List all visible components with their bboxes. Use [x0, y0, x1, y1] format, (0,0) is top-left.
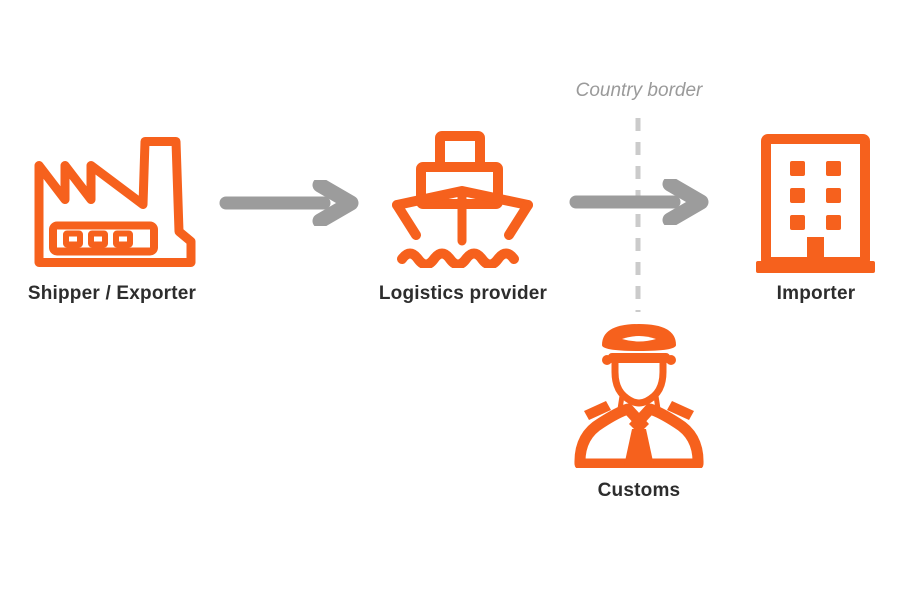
- node-importer: [753, 133, 878, 280]
- office-building-icon: [756, 134, 875, 273]
- node-label-customs: Customs: [597, 480, 681, 501]
- node-customs: [566, 316, 714, 473]
- node-label-importer: Importer: [776, 283, 856, 304]
- cargo-ship-icon: [392, 131, 533, 270]
- node-label-logistics-provider: Logistics provider: [378, 283, 548, 304]
- customs-officer-icon: [574, 324, 704, 470]
- node-shipper-exporter: [33, 136, 198, 273]
- node-label-shipper-exporter: Shipper / Exporter: [27, 283, 197, 304]
- factory-icon: [34, 137, 196, 267]
- country-border-label: Country border: [575, 80, 703, 101]
- arrow-right-icon: [569, 179, 709, 225]
- country-border-dashed-line: [635, 118, 641, 312]
- arrow-right-icon: [219, 180, 359, 226]
- node-logistics-provider: [392, 128, 537, 273]
